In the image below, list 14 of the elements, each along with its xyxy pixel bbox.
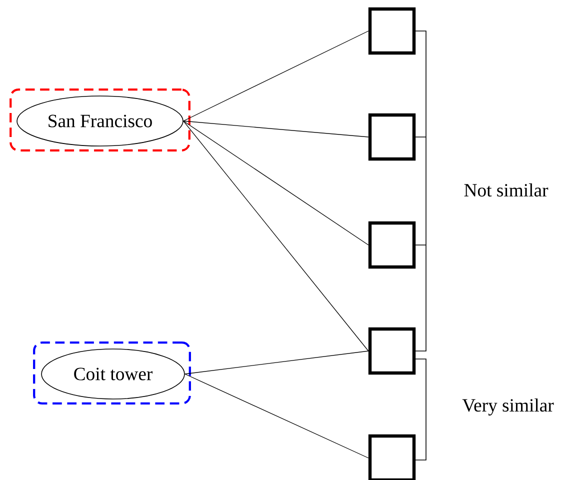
square-box [368, 327, 416, 375]
connector-line [183, 120, 369, 246]
square-box [368, 221, 416, 269]
connector-line [183, 30, 369, 122]
dashed-frame [10, 88, 190, 152]
square-box [368, 113, 416, 161]
group-label: Not similar [464, 183, 548, 197]
connector-line [184, 350, 369, 374]
group-label: Very similar [462, 398, 554, 416]
square-box [368, 7, 416, 55]
connector-line [184, 374, 369, 458]
connector-line [183, 120, 369, 352]
dashed-frame [33, 342, 191, 404]
connector-line [183, 120, 369, 138]
